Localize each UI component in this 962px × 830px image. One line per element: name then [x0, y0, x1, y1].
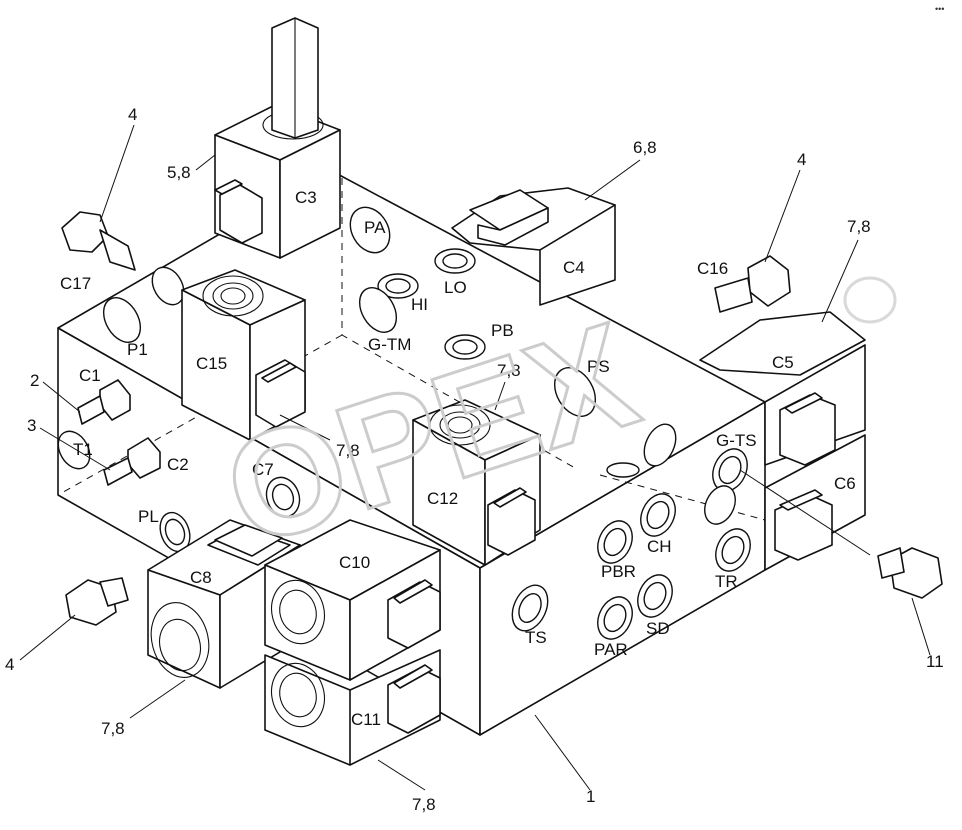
label-ps: PS: [587, 357, 610, 376]
valve-c5: [699, 311, 866, 466]
label-pl: PL: [138, 507, 159, 526]
label-c3: C3: [295, 188, 317, 207]
label-pb: PB: [491, 321, 514, 340]
leader-lines: [19, 124, 931, 791]
label-gts: G-TS: [716, 431, 757, 450]
label-hi: HI: [411, 295, 428, 314]
callout-plug-left-top: 4: [128, 105, 137, 124]
plug-right: [877, 547, 943, 599]
plug-left-bottom: [65, 577, 129, 626]
callout-valve-c12: 7,8: [497, 361, 521, 380]
callout-valve-c8: 7,8: [101, 719, 125, 738]
callout-valve-c4: 6,8: [633, 138, 657, 157]
label-c16: C16: [697, 259, 728, 278]
valve-c6: [764, 434, 866, 571]
fitting-c1: [77, 379, 131, 425]
label-par: PAR: [594, 640, 628, 659]
label-c12: C12: [427, 489, 458, 508]
callout-body: 1: [586, 787, 595, 806]
label-c17: C17: [60, 274, 91, 293]
label-c10: C10: [339, 553, 370, 572]
label-c15: C15: [196, 354, 227, 373]
label-c7: C7: [252, 460, 274, 479]
valve-c11: [264, 649, 441, 766]
label-c11: C11: [351, 710, 381, 729]
label-p1: P1: [127, 340, 148, 359]
label-sd: SD: [646, 619, 670, 638]
label-ch: CH: [647, 537, 672, 556]
valve-c15: [181, 269, 306, 441]
callout-plug-right: 11: [926, 652, 944, 671]
label-ts: TS: [525, 628, 547, 647]
label-tr: TR: [715, 572, 738, 591]
callout-fitting-c2: 3: [27, 416, 36, 435]
component-labels: C1 C2 C3 C4 C5 C6 C7 C8 C10 C11 C12 C15 …: [60, 188, 856, 729]
callout-numbers: 4 4 4 2 3 5,8 6,8 7,8 7,8 7,8 7,8 7,8 1 …: [5, 105, 944, 814]
label-pa: PA: [364, 218, 386, 237]
fitting-c2: [103, 437, 161, 486]
label-c2: C2: [167, 455, 189, 474]
callout-valve-c11: 7,8: [412, 795, 436, 814]
label-c4: C4: [563, 258, 585, 277]
label-pbr: PBR: [601, 562, 636, 581]
corner-mark: •••: [935, 4, 944, 14]
callout-plug-left-bottom: 4: [5, 655, 14, 674]
right-ports: [511, 423, 751, 640]
plug-c17: [61, 211, 136, 271]
callout-fitting-c1: 2: [30, 371, 39, 390]
label-gtm: G-TM: [368, 335, 411, 354]
label-c6: C6: [834, 474, 856, 493]
callout-valve-c3: 5,8: [167, 163, 191, 182]
left-ports: [57, 266, 301, 553]
label-c5: C5: [772, 353, 794, 372]
valve-c4: [451, 187, 616, 306]
label-c8: C8: [190, 568, 212, 587]
label-lo: LO: [444, 278, 467, 297]
label-c1: C1: [79, 366, 101, 385]
valve-c3: [214, 17, 341, 259]
label-t1: T1: [73, 440, 93, 459]
plug-c16: [714, 255, 791, 313]
callout-valve-c15: 7,8: [336, 441, 360, 460]
top-ports: [349, 206, 640, 478]
port-labels: PA HI LO PB PS G-TM G-TS P1 T1 PL CH PBR…: [73, 218, 757, 659]
valve-c10: [264, 519, 441, 681]
callout-valve-c5: 7,8: [847, 217, 871, 236]
valve-c12: [412, 399, 541, 566]
callout-plug-right-top: 4: [797, 150, 806, 169]
